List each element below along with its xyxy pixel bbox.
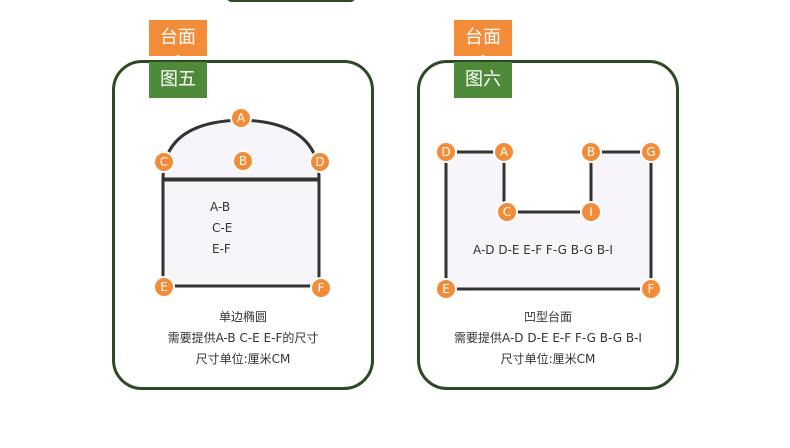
figure6-marker-g: G — [640, 141, 662, 163]
figure6-tag-figure-number: 图六 — [454, 62, 512, 98]
figure5-dim-ce: C-E — [212, 221, 233, 235]
figure6-marker-c: C — [496, 201, 518, 223]
figure6-marker-e: E — [435, 278, 457, 300]
svg-text:D: D — [441, 145, 450, 159]
svg-text:B: B — [239, 154, 247, 168]
svg-text:F: F — [318, 281, 325, 295]
figure5-tag-connector-dot — [176, 55, 180, 59]
figure5-caption-requirement: 需要提供A-B C-E E-F的尺寸 — [167, 331, 319, 345]
svg-text:C: C — [503, 205, 511, 219]
figure6-dims: A-D D-E E-F F-G B-G B-I — [473, 243, 613, 257]
figure5-tag-figure-number: 图五 — [149, 62, 207, 98]
top-decoration-bar — [226, 0, 356, 2]
svg-text:B: B — [587, 145, 595, 159]
figure5-marker-c: C — [153, 151, 175, 173]
svg-text:G: G — [646, 145, 655, 159]
svg-text:E: E — [442, 282, 450, 296]
svg-text:F: F — [648, 282, 655, 296]
figure5-dim-ef: E-F — [212, 242, 231, 256]
figure6-marker-a: A — [493, 141, 515, 163]
figure5-caption: 单边椭圆 需要提供A-B C-E E-F的尺寸 尺寸单位:厘米CM — [112, 307, 374, 370]
svg-text:I: I — [589, 205, 593, 219]
figure6-caption-unit: 尺寸单位:厘米CM — [500, 352, 596, 366]
figure6-caption: 凹型台面 需要提供A-D D-E E-F F-G B-G B-I 尺寸单位:厘米… — [417, 307, 679, 370]
figure5-marker-f: F — [310, 277, 332, 299]
figure6-caption-requirement: 需要提供A-D D-E E-F F-G B-G B-I — [454, 331, 642, 345]
figure5-rectangle-shape — [161, 178, 321, 288]
figure6-marker-d: D — [435, 141, 457, 163]
svg-text:A: A — [500, 145, 509, 159]
svg-text:C: C — [160, 155, 168, 169]
figure6-marker-i: I — [580, 201, 602, 223]
figure6-u-shape — [444, 150, 653, 291]
figure5-caption-title: 单边椭圆 — [218, 310, 267, 324]
svg-text:E: E — [160, 280, 168, 294]
figure5-marker-a: A — [230, 107, 252, 129]
figure6-tag-countertop: 台面 — [454, 20, 512, 56]
figure6-tag-connector-dot — [481, 55, 485, 59]
figure5-marker-b: B — [232, 150, 254, 172]
svg-text:D: D — [315, 155, 324, 169]
figure5-marker-d: D — [309, 151, 331, 173]
figure5-dim-ab: A-B — [210, 200, 231, 214]
figure5-caption-unit: 尺寸单位:厘米CM — [195, 352, 291, 366]
figure6-caption-title: 凹型台面 — [523, 310, 572, 324]
figure6-marker-b: B — [580, 141, 602, 163]
figure5-marker-e: E — [153, 276, 175, 298]
svg-text:A: A — [237, 111, 246, 125]
figure5-tag-countertop: 台面 — [149, 20, 207, 56]
figure6-marker-f: F — [640, 278, 662, 300]
